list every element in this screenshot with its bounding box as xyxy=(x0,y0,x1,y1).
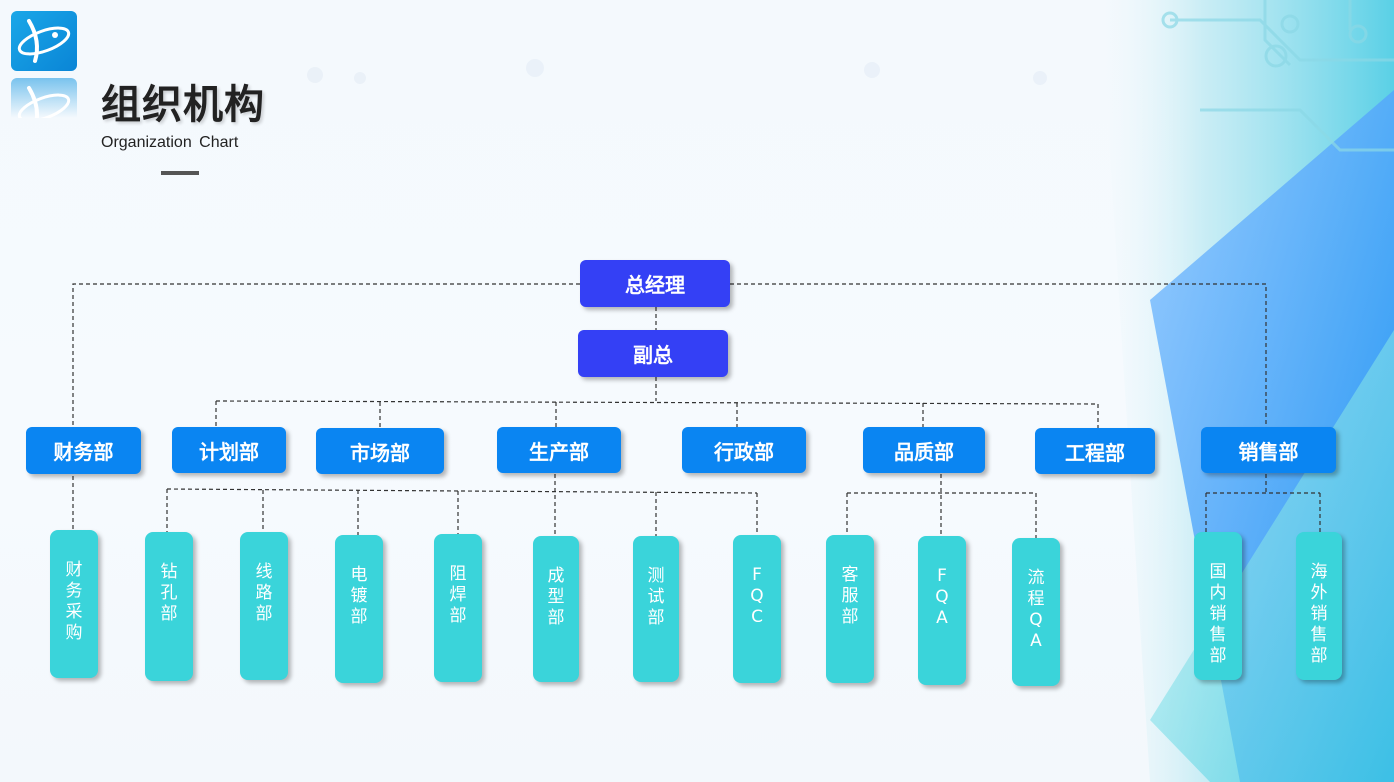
node-finance-purchasing: 财务采购 xyxy=(50,530,98,678)
unit-label-char: 部 xyxy=(255,604,273,624)
node-overseas-sales-dept: 海外销售部 xyxy=(1296,532,1342,680)
unit-label-char: 务 xyxy=(65,581,83,601)
node-production-dept: 生产部 xyxy=(497,427,621,473)
unit-label-char: 孔 xyxy=(160,583,178,603)
title-underline xyxy=(161,171,199,175)
unit-label-char: Q xyxy=(1029,610,1043,630)
unit-label-char: Q xyxy=(935,587,949,607)
unit-label-char: 型 xyxy=(547,587,565,607)
node-marketing-dept: 市场部 xyxy=(316,428,444,474)
unit-label-char: 采 xyxy=(65,602,83,622)
unit-label-char: F xyxy=(937,566,947,586)
unit-label-char: 镀 xyxy=(350,586,368,606)
unit-label-char: 路 xyxy=(255,583,273,603)
node-domestic-sales-dept: 国内销售部 xyxy=(1194,532,1242,680)
unit-label-char: 焊 xyxy=(449,585,467,605)
unit-label-char: 销 xyxy=(1209,604,1227,624)
unit-label-char: 流 xyxy=(1027,568,1045,588)
unit-label-char: F xyxy=(752,565,762,585)
unit-label-char: Q xyxy=(750,586,764,606)
node-finance-dept: 财务部 xyxy=(26,427,141,474)
atom-logo-icon xyxy=(17,19,71,63)
unit-label-char: 部 xyxy=(160,604,178,624)
unit-label-char: 财 xyxy=(65,560,83,580)
unit-label-char: 部 xyxy=(1310,646,1328,666)
node-planning-dept: 计划部 xyxy=(172,427,286,473)
unit-label-char: 部 xyxy=(449,606,467,626)
unit-label-char: 阻 xyxy=(449,564,467,584)
atom-logo-reflection-icon xyxy=(17,86,71,118)
unit-label-char: 程 xyxy=(1027,589,1045,609)
unit-label-char: A xyxy=(1030,631,1042,651)
unit-label-char: 购 xyxy=(65,623,83,643)
unit-label-char: 试 xyxy=(647,587,665,607)
node-vice-president: 副总 xyxy=(578,330,728,377)
unit-label-char: 外 xyxy=(1310,583,1328,603)
page-title: 组织机构 xyxy=(101,82,265,128)
node-testing-dept: 测试部 xyxy=(633,536,679,682)
unit-label-char: 部 xyxy=(1209,646,1227,666)
unit-label-char: 钻 xyxy=(160,562,178,582)
unit-label-char: 销 xyxy=(1310,604,1328,624)
unit-label-char: 国 xyxy=(1209,562,1227,582)
node-drilling-dept: 钻孔部 xyxy=(145,532,193,681)
unit-label-char: 部 xyxy=(547,608,565,628)
unit-label-char: 售 xyxy=(1310,625,1328,645)
page-subtitle: Organization Chart xyxy=(101,134,239,151)
node-engineering-dept: 工程部 xyxy=(1035,428,1155,474)
node-forming-dept: 成型部 xyxy=(533,536,579,682)
node-plating-dept: 电镀部 xyxy=(335,535,383,683)
node-solder-mask-dept: 阻焊部 xyxy=(434,534,482,682)
node-sales-dept: 销售部 xyxy=(1201,427,1336,473)
unit-label-char: 内 xyxy=(1209,583,1227,603)
unit-label-char: 客 xyxy=(841,565,859,585)
unit-label-char: 成 xyxy=(547,566,565,586)
unit-label-char: 电 xyxy=(350,565,368,585)
unit-label-char: 部 xyxy=(647,608,665,628)
unit-label-char: C xyxy=(751,607,763,627)
node-customer-service-dept: 客服部 xyxy=(826,535,874,683)
node-admin-dept: 行政部 xyxy=(682,427,806,473)
unit-label-char: 线 xyxy=(255,562,273,582)
node-circuit-dept: 线路部 xyxy=(240,532,288,680)
unit-label-char: A xyxy=(936,608,948,628)
unit-label-char: 售 xyxy=(1209,625,1227,645)
node-general-manager: 总经理 xyxy=(580,260,730,307)
unit-label-char: 服 xyxy=(841,586,859,606)
company-logo xyxy=(11,11,77,71)
unit-label-char: 测 xyxy=(647,566,665,586)
logo-reflection xyxy=(11,78,77,118)
unit-label-char: 部 xyxy=(841,607,859,627)
node-quality-dept: 品质部 xyxy=(863,427,985,473)
unit-label-char: 部 xyxy=(350,607,368,627)
unit-label-char: 海 xyxy=(1310,562,1328,582)
